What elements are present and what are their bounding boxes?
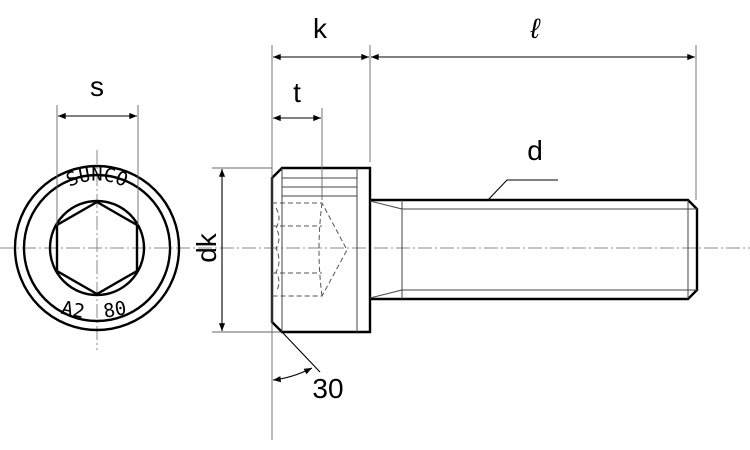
length-label: ℓ bbox=[529, 13, 541, 44]
grade-marking-right: 80 bbox=[102, 297, 128, 323]
end-view: s SUNCO A2 80 bbox=[13, 71, 181, 332]
dk-label: dk bbox=[191, 232, 222, 263]
d-label: d bbox=[527, 135, 543, 166]
t-label: t bbox=[293, 77, 301, 108]
k-label: k bbox=[313, 13, 328, 44]
s-label: s bbox=[90, 71, 104, 102]
socket-hidden-mouth bbox=[275, 207, 280, 293]
head-inner-ring bbox=[22, 173, 172, 323]
angle-arc bbox=[272, 367, 313, 383]
angle-label: 30 bbox=[312, 373, 343, 404]
screw-head bbox=[270, 166, 372, 334]
socket-hidden-outline bbox=[272, 202, 348, 297]
chamfer-angle-line bbox=[281, 331, 321, 373]
socket-hidden-bottom bbox=[318, 202, 323, 297]
head-outer-circle bbox=[13, 164, 181, 332]
d-leader bbox=[486, 179, 558, 202]
threaded-shank bbox=[370, 198, 699, 301]
side-view: k ℓ t dk d 30 bbox=[191, 13, 699, 440]
grade-marking-left: A2 bbox=[60, 297, 87, 323]
brand-marking: SUNCO bbox=[63, 164, 131, 192]
neck-fillet-line bbox=[369, 200, 403, 210]
neck-fillet-line bbox=[369, 289, 403, 299]
